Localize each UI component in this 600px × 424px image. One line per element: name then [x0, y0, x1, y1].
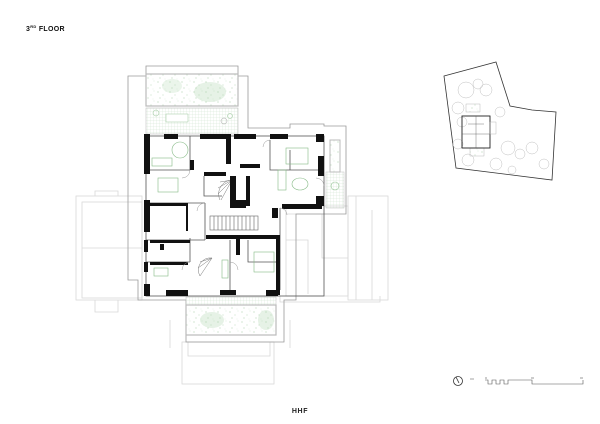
door-swings — [181, 139, 325, 271]
site-boundary — [443, 61, 557, 181]
slab-outline — [127, 65, 347, 343]
firm-label: HHF — [291, 408, 309, 415]
south-terrace-paving — [185, 296, 277, 306]
furniture — [151, 141, 309, 279]
scale-bar-icon — [485, 377, 584, 385]
site-key-plan — [443, 61, 557, 181]
east-planter — [329, 139, 341, 173]
structural-walls — [144, 134, 324, 296]
ghost-outline-left — [75, 190, 143, 313]
sheet-title: 3RD FLOOR — [26, 24, 65, 33]
north-terrace-paving — [145, 107, 239, 135]
south-planter — [185, 304, 277, 336]
spiral-stair-south — [197, 257, 213, 277]
north-planter — [145, 73, 239, 107]
spiral-stair-north — [217, 179, 233, 201]
north-arrow-icon — [453, 376, 463, 386]
central-stair — [209, 215, 259, 231]
